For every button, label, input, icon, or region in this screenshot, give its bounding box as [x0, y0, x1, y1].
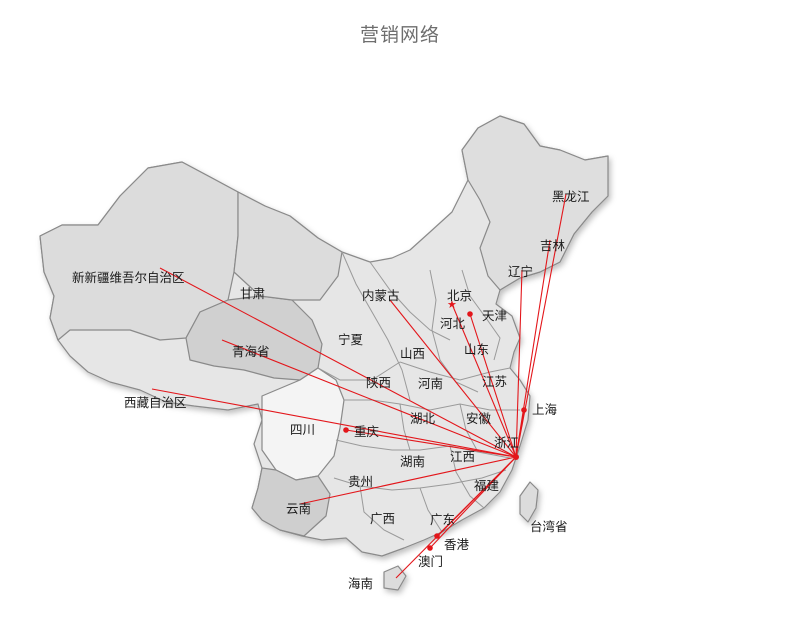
route-line-yunnan: [299, 456, 517, 505]
region-label-liaoning[interactable]: 辽宁: [508, 264, 533, 279]
route-lines: [151, 193, 567, 579]
route-line-qinghai: [221, 339, 517, 458]
region-label-beijing[interactable]: 北京: [447, 288, 472, 303]
region-label-gansu[interactable]: 甘肃: [240, 286, 265, 301]
city-marker-aomen: [427, 545, 433, 551]
route-line-hainan: [395, 456, 517, 579]
region-label-hainan[interactable]: 海南: [348, 576, 373, 591]
region-label-ningxia[interactable]: 宁夏: [338, 332, 364, 347]
region-label-neimenggu[interactable]: 内蒙古: [362, 288, 400, 303]
region-label-shanghai[interactable]: 上海: [532, 402, 558, 417]
region-label-taiwan[interactable]: 台湾省: [530, 519, 568, 534]
region-label-hunan[interactable]: 湖南: [400, 454, 425, 469]
landmass: [39, 115, 609, 591]
region-label-sichuan[interactable]: 四川: [290, 422, 315, 437]
route-line-xinjiang: [159, 267, 517, 458]
region-label-xianggang[interactable]: 香港: [444, 537, 470, 552]
border-line: [369, 261, 451, 341]
region-label-hubei[interactable]: 湖北: [410, 411, 436, 426]
border-line: [449, 445, 485, 509]
city-marker-shanghai: [521, 407, 527, 413]
border-line: [429, 269, 479, 393]
region-qinghai: [185, 295, 323, 381]
border-line: [359, 485, 405, 541]
region-label-hebei[interactable]: 河北: [440, 316, 466, 331]
region-label-aomen[interactable]: 澳门: [418, 554, 443, 569]
route-line-neimenggu: [389, 299, 517, 458]
region-label-zhejiang[interactable]: 浙江: [494, 435, 519, 450]
map-title: 营销网络: [359, 24, 440, 46]
region-label-jilin[interactable]: 吉林: [540, 238, 566, 253]
region-taiwan: [519, 481, 539, 523]
border-line: [399, 403, 411, 451]
region-label-guangdong[interactable]: 广东: [430, 512, 455, 527]
region-gansu: [233, 191, 343, 301]
city-marker-tianjin: [467, 311, 473, 317]
route-line-shanghai: [515, 409, 525, 458]
city-markers: ★: [343, 298, 527, 551]
region-label-anhui[interactable]: 安徽: [466, 411, 492, 426]
hub-marker: [513, 454, 519, 460]
region-northeast: [461, 115, 609, 291]
route-line-chongqing: [345, 429, 517, 458]
route-line-beijing: [451, 303, 517, 458]
region-label-xizang[interactable]: 西藏自治区: [124, 395, 187, 410]
region-hainan: [383, 565, 407, 591]
route-line-tianjin: [469, 313, 517, 458]
region-label-fujian[interactable]: 福建: [474, 478, 500, 493]
region-label-tianjin[interactable]: 天津: [482, 308, 507, 323]
route-line-liaoning: [515, 269, 523, 458]
region-label-henan[interactable]: 河南: [418, 376, 443, 391]
region-label-shandong[interactable]: 山东: [464, 342, 489, 357]
region-label-guangxi[interactable]: 广西: [370, 511, 395, 526]
region-label-chongqing[interactable]: 重庆: [354, 424, 380, 439]
city-marker-xianggang: [434, 533, 440, 539]
region-label-jiangsu[interactable]: 江苏: [482, 374, 507, 389]
region-label-shaanxi[interactable]: 陕西: [366, 375, 391, 390]
route-line-xizang: [151, 388, 517, 458]
border-line: [341, 251, 411, 401]
region-label-jiangxi[interactable]: 江西: [450, 449, 475, 464]
region-label-xinjiang[interactable]: 新新疆维吾尔自治区: [72, 270, 185, 285]
region-label-yunnan[interactable]: 云南: [286, 501, 311, 516]
region-yunnan: [251, 467, 331, 537]
region-label-guizhou[interactable]: 贵州: [348, 474, 373, 489]
route-line-heilongjiang: [515, 193, 567, 458]
region-label-heilongjiang[interactable]: 黑龙江: [552, 189, 590, 204]
region-label-shanxi[interactable]: 山西: [400, 346, 425, 361]
border-line: [419, 487, 443, 533]
border-line: [317, 361, 401, 381]
border-line: [461, 269, 501, 361]
city-marker-chongqing: [343, 427, 349, 433]
border-line: [399, 361, 511, 381]
capital-star-icon: ★: [447, 298, 457, 311]
region-label-qinghai[interactable]: 青海省: [232, 344, 270, 359]
